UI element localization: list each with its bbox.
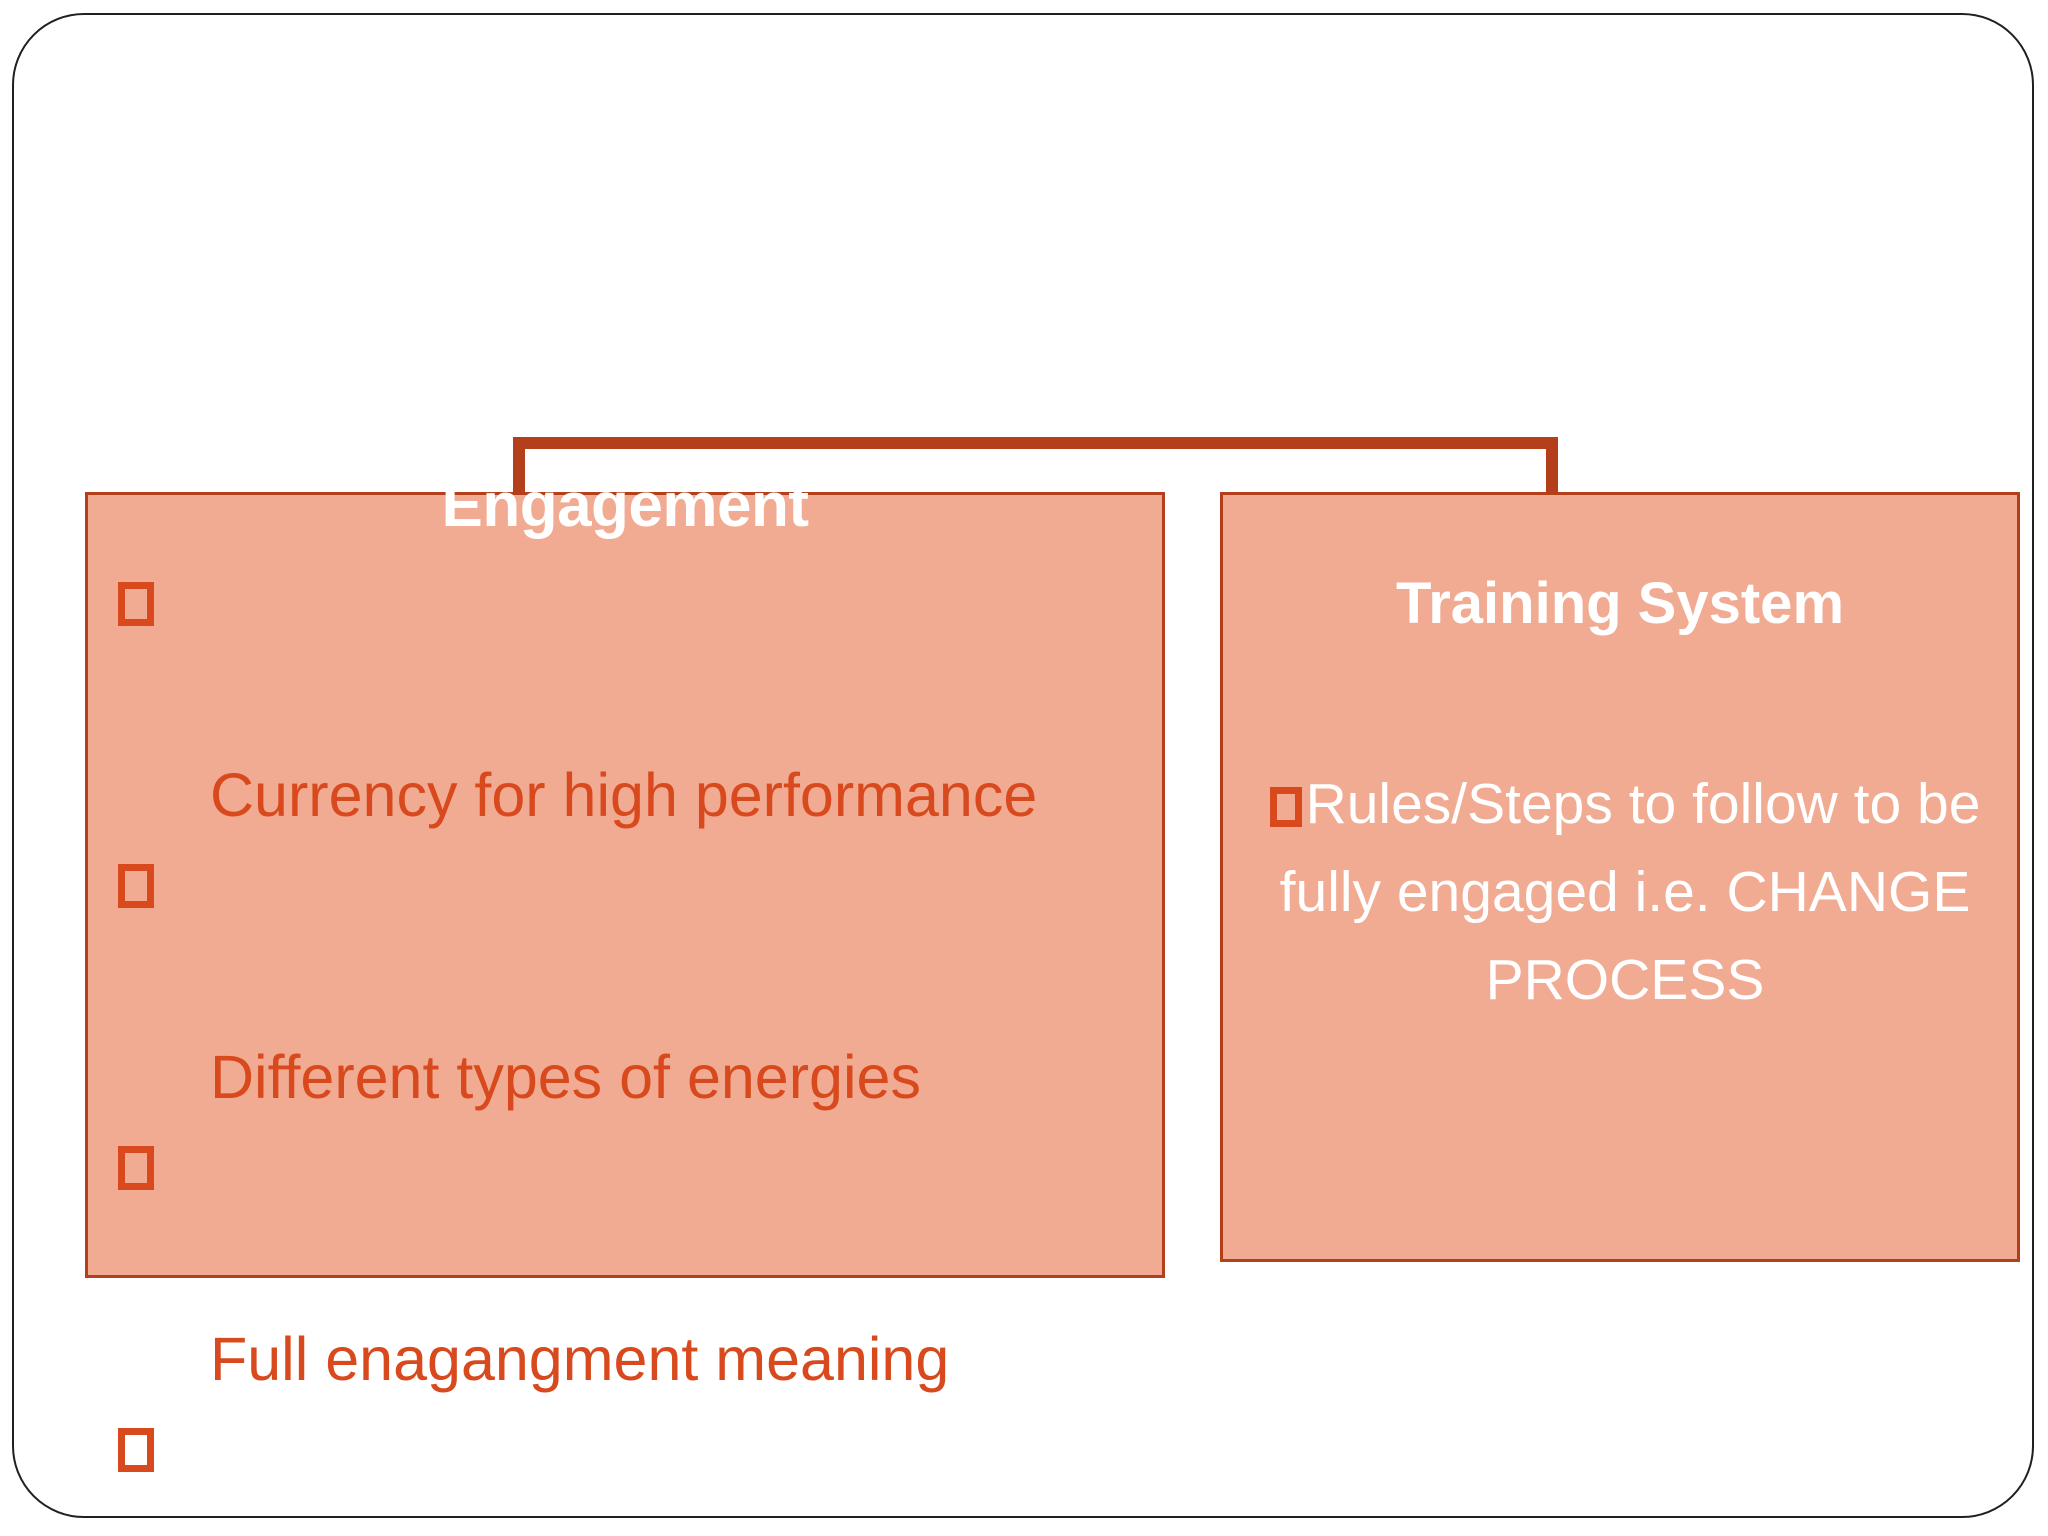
engagement-panel-title: Engagement <box>441 471 809 540</box>
list-item-label: Different types of energies <box>210 1043 921 1111</box>
square-bullet-icon <box>118 864 154 908</box>
engagement-panel[interactable] <box>85 492 1165 1278</box>
square-bullet-icon <box>118 582 154 626</box>
list-item: Currency for high performance <box>100 560 1170 842</box>
square-bullet-icon <box>118 1146 154 1190</box>
bracket-connector-right-stem <box>1546 437 1558 494</box>
training-system-body: Rules/Steps to follow to be fully engage… <box>1240 760 2010 1024</box>
list-item: Full enagangment meaning <box>100 1124 1170 1406</box>
square-bullet-icon <box>118 1428 154 1472</box>
square-bullet-icon <box>1269 787 1302 827</box>
list-item-label: Full enagangment meaning <box>210 1325 950 1393</box>
list-item: Principles of full enagangment <box>100 1406 1170 1536</box>
training-system-body-text: Rules/Steps to follow to be fully engage… <box>1279 772 1981 1012</box>
engagement-bullet-list: Currency for high performance Different … <box>100 560 1170 1536</box>
list-item-label: Currency for high performance <box>210 761 1038 829</box>
bracket-connector-top <box>513 437 1558 449</box>
bracket-connector-left-stem <box>513 437 525 494</box>
list-item: Different types of energies <box>100 842 1170 1124</box>
training-system-panel-title: Training System <box>1395 571 1845 636</box>
training-system-panel[interactable] <box>1220 492 2020 1262</box>
